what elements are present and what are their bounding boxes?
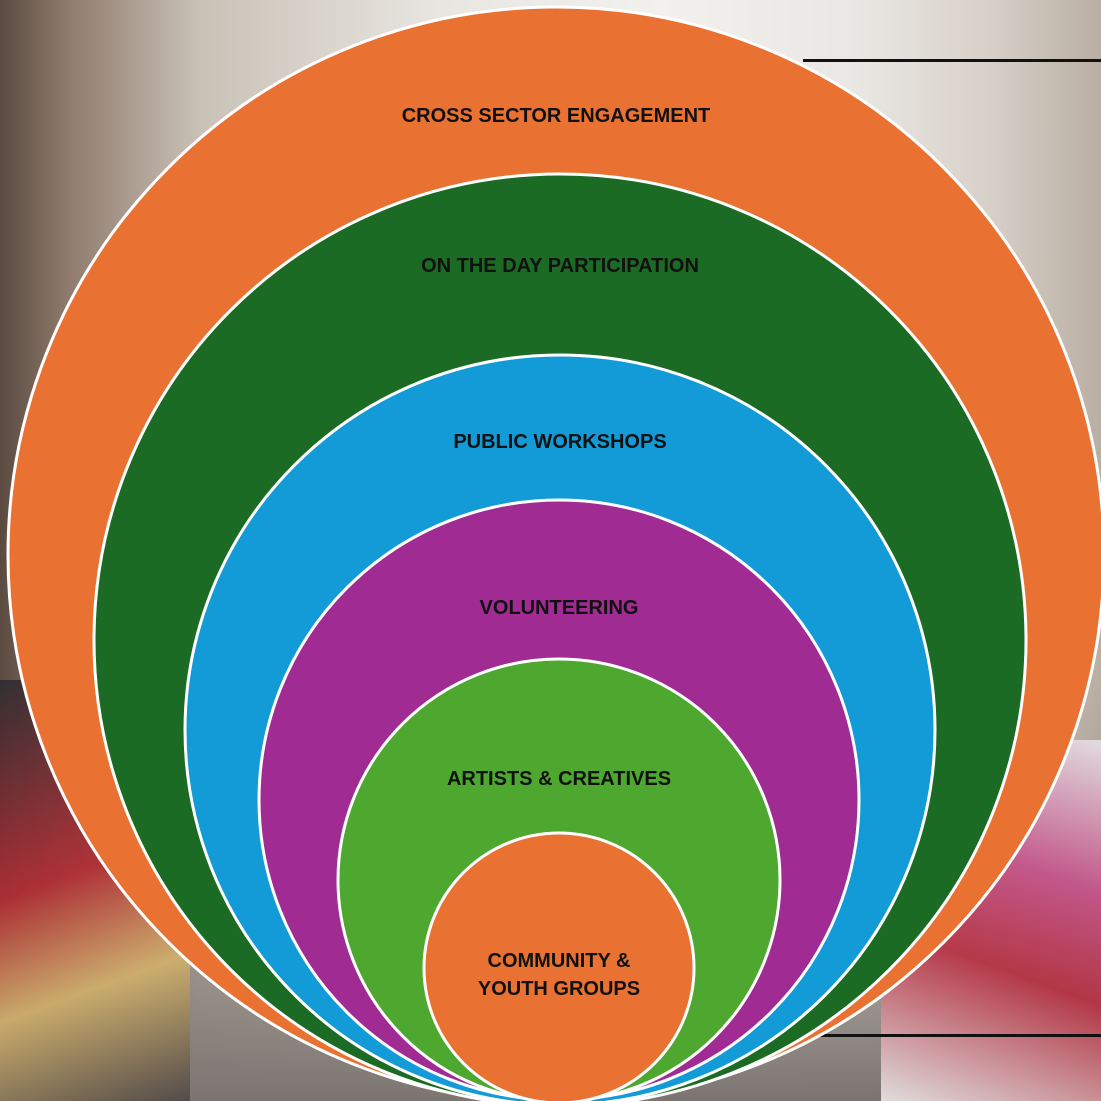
ring-label-public-workshops: PUBLIC WORKSHOPS	[453, 431, 666, 453]
top-divider-line	[803, 59, 1101, 62]
ring-label-cross-sector: CROSS SECTOR ENGAGEMENT	[402, 105, 711, 127]
ring-label-community-line-1: COMMUNITY &	[488, 950, 631, 972]
ring-label-volunteering: VOLUNTEERING	[480, 597, 639, 619]
bottom-divider-line	[818, 1034, 1101, 1037]
ring-community	[422, 831, 696, 1101]
ring-label-on-the-day: ON THE DAY PARTICIPATION	[421, 255, 699, 277]
ring-label-artists: ARTISTS & CREATIVES	[447, 768, 671, 790]
ring-label-community-line-2: YOUTH GROUPS	[478, 978, 640, 1000]
